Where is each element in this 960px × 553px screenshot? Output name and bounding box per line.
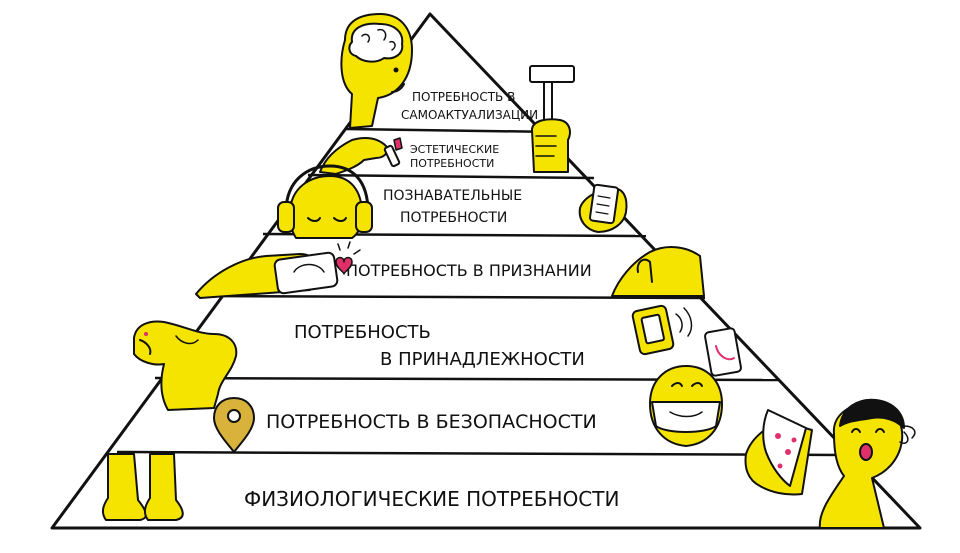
divider-6 (116, 450, 843, 457)
phone-icon (631, 304, 742, 377)
divider-1 (345, 127, 558, 134)
hand-icon (611, 246, 705, 297)
dog-icon (133, 320, 238, 411)
level-cognitive-line-1: ПОЗНАВАТЕЛЬНЫЕ (383, 188, 522, 204)
hungry-person-icon (818, 398, 916, 529)
level-esteem-line-1: ПОТРЕБНОСТЬ В ПРИЗНАНИИ (346, 261, 592, 280)
level-self-actualization-line-2: САМОАКТУАЛИЗАЦИИ (401, 108, 538, 122)
legs-icon (101, 453, 184, 521)
brain-head-icon (340, 13, 413, 129)
illustrations (101, 13, 916, 529)
headphones-face-icon (277, 164, 373, 239)
divider-4 (204, 294, 706, 300)
ebook-hand-icon (578, 183, 628, 233)
heart-icon (335, 241, 361, 275)
level-physiological-line-1: ФИЗИОЛОГИЧЕСКИЕ ПОТРЕБНОСТИ (244, 487, 619, 511)
hammer-hand-icon (529, 65, 575, 173)
level-self-actualization-line-1: ПОТРЕБНОСТЬ В (412, 90, 515, 104)
level-aesthetic-line-1: ЭСТЕТИЧЕСКИЕ (410, 143, 499, 156)
location-pin-icon (213, 397, 255, 453)
smartphone-hand-icon (195, 251, 339, 299)
pizza-icon (744, 409, 813, 496)
level-labels: ПОТРЕБНОСТЬ В САМОАКТУАЛИЗАЦИИ ЭСТЕТИЧЕС… (244, 90, 619, 511)
level-belonging-line-1: ПОТРЕБНОСТЬ (294, 322, 431, 343)
level-cognitive-line-2: ПОТРЕБНОСТИ (400, 210, 507, 226)
level-aesthetic-line-2: ПОТРЕБНОСТИ (410, 157, 494, 170)
level-belonging-line-2: В ПРИНАДЛЕЖНОСТИ (380, 349, 585, 370)
level-safety-line-1: ПОТРЕБНОСТЬ В БЕЗОПАСНОСТИ (266, 411, 597, 433)
masked-face-icon (649, 365, 723, 447)
